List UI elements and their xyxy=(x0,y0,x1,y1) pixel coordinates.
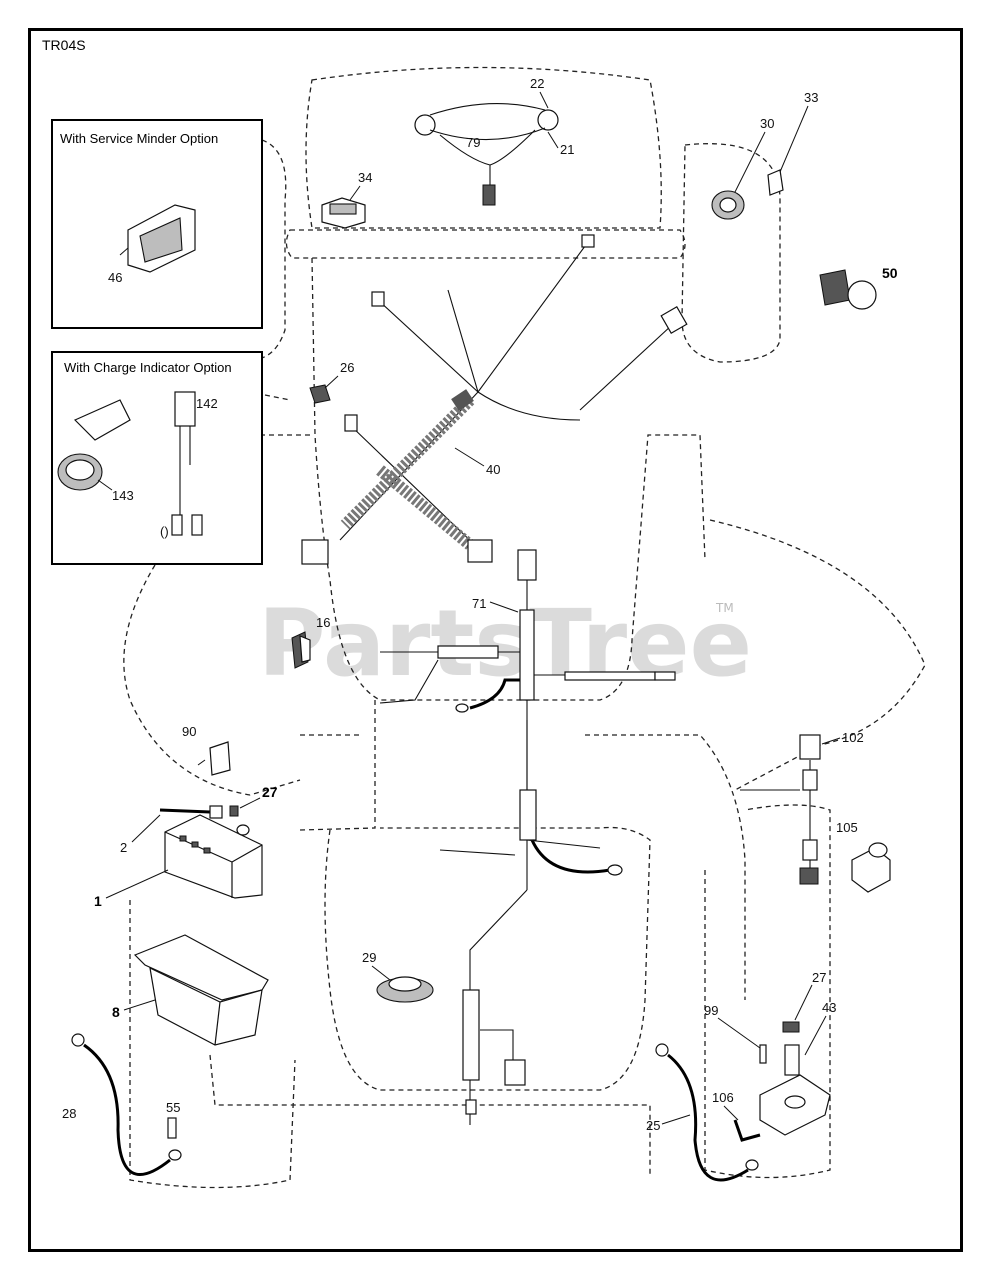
part-label-2: 2 xyxy=(120,840,127,855)
part-label-90: 90 xyxy=(182,724,196,739)
lower-wire-harness xyxy=(379,549,676,1125)
part-label-79: 79 xyxy=(466,135,480,150)
charge-indicator-option-title: With Charge Indicator Option xyxy=(64,360,232,375)
charge-indicator-option-box: With Charge Indicator Option () 142 143 xyxy=(51,351,263,565)
charge-indicator-light-part xyxy=(57,399,131,491)
part-label-143: 143 xyxy=(112,488,134,503)
part-label-29: 29 xyxy=(362,950,376,965)
part-label-71: 71 xyxy=(472,596,486,611)
part-label-25: 25 xyxy=(646,1118,660,1133)
part-label-43: 43 xyxy=(822,1000,836,1015)
part-label-27-top: 27 xyxy=(262,784,278,800)
indicator-harness-part: () xyxy=(160,391,203,539)
seat-switch-29-part xyxy=(376,976,434,1003)
pto-switch-part xyxy=(819,269,877,310)
solenoid-105-part xyxy=(851,842,891,893)
part-label-34: 34 xyxy=(358,170,372,185)
diagram-code: TR04S xyxy=(42,37,86,53)
part-label-40: 40 xyxy=(486,462,500,477)
battery-tray-part xyxy=(133,934,269,1046)
hour-meter-part xyxy=(119,204,196,273)
main-wire-harness xyxy=(301,234,688,565)
part-label-55: 55 xyxy=(166,1100,180,1115)
part-label-21: 21 xyxy=(560,142,574,157)
relay-16-part xyxy=(291,631,311,669)
part-label-46: 46 xyxy=(108,270,122,285)
part-label-22: 22 xyxy=(530,76,544,91)
part-label-50: 50 xyxy=(882,265,898,281)
part-label-28: 28 xyxy=(62,1106,76,1121)
part-label-27-bottom: 27 xyxy=(812,970,826,985)
ignition-switch-part xyxy=(711,169,784,220)
headlight-harness xyxy=(414,103,559,206)
svg-text:(): () xyxy=(160,524,169,539)
battery-cable-25 xyxy=(655,1043,761,1182)
battery-cable-28 xyxy=(71,1033,182,1177)
tractor-outline xyxy=(123,66,926,1189)
part-label-99: 99 xyxy=(704,1003,718,1018)
part-label-30: 30 xyxy=(760,116,774,131)
part-label-105: 105 xyxy=(836,820,858,835)
part-label-8: 8 xyxy=(112,1004,120,1020)
relay-102-part xyxy=(740,734,821,885)
part-label-102: 102 xyxy=(842,730,864,745)
part-label-16: 16 xyxy=(316,615,330,630)
part-label-1: 1 xyxy=(94,893,102,909)
battery-part xyxy=(159,805,263,899)
fuse-26-part xyxy=(309,384,331,404)
part-label-142: 142 xyxy=(196,396,218,411)
service-minder-option-box: With Service Minder Option 46 xyxy=(51,119,263,329)
service-minder-option-title: With Service Minder Option xyxy=(60,131,218,146)
solenoid-mount-43-part xyxy=(759,1021,831,1136)
part-label-26: 26 xyxy=(340,360,354,375)
switch-90-part xyxy=(197,741,231,776)
part-label-106: 106 xyxy=(712,1090,734,1105)
part-label-33: 33 xyxy=(804,90,818,105)
trademark: TM xyxy=(715,601,734,615)
switch-34-part xyxy=(321,197,366,229)
